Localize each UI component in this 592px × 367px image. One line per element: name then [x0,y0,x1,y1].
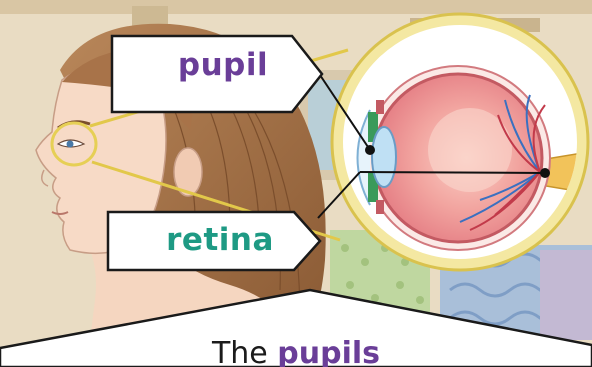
lens [372,127,396,187]
ciliary-upper [376,100,384,114]
magnifier [332,14,592,270]
iris-small [67,141,74,148]
caption-text: The pupils [0,336,592,367]
caption-highlight: pupils [277,336,380,367]
pupil-label: pupil [148,47,298,83]
retina-label: retina [140,222,300,258]
armchair [540,250,592,340]
ceiling-trim [0,0,592,14]
ciliary-lower [376,200,384,214]
caption-prefix: The [212,336,277,367]
